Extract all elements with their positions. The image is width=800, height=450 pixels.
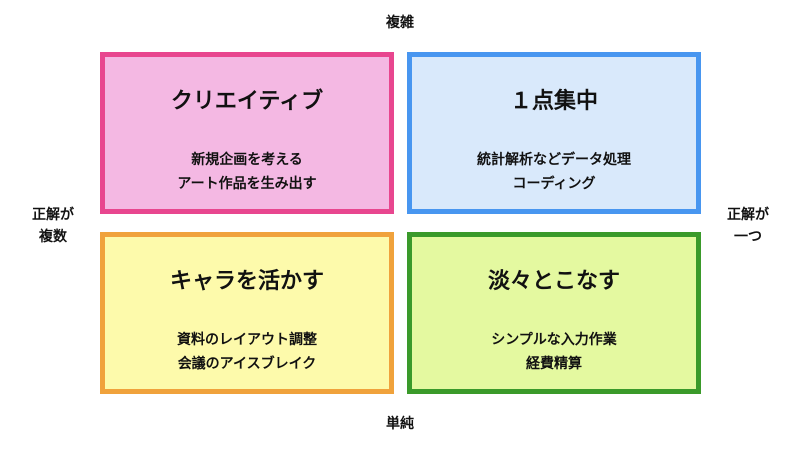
quadrant-title: キャラを活かす — [169, 269, 324, 294]
quadrant-title: クリエイティブ — [170, 89, 324, 114]
quadrant-top-right: １点集中 統計解析などデータ処理 コーディング — [407, 52, 701, 214]
quadrant-title: １点集中 — [509, 89, 598, 114]
quadrant-title: 淡々とこなす — [487, 269, 620, 294]
quadrant-description-line: シンプルな入力作業 — [491, 332, 617, 348]
quadrant-description: シンプルな入力作業 経費精算 — [412, 328, 696, 376]
axis-label-left: 正解が 複数 — [18, 204, 88, 248]
quadrant-description: 統計解析などデータ処理 コーディング — [412, 148, 696, 196]
quadrant-top-left: クリエイティブ 新規企画を考える アート作品を生み出す — [100, 52, 394, 214]
axis-label-top: 複雑 — [386, 15, 414, 31]
quadrant-description-line: 会議のアイスブレイク — [177, 356, 317, 372]
axis-label-left-line: 正解が — [32, 207, 74, 223]
axis-label-right: 正解が 一つ — [713, 204, 783, 248]
quadrant-bottom-right: 淡々とこなす シンプルな入力作業 経費精算 — [407, 232, 701, 394]
quadrant-description-line: アート作品を生み出す — [177, 176, 317, 192]
axis-label-right-line: 正解が — [727, 207, 769, 223]
quadrant-description-line: 経費精算 — [526, 356, 582, 372]
quadrant-description-line: コーディング — [512, 176, 596, 192]
quadrant-description: 新規企画を考える アート作品を生み出す — [105, 148, 389, 196]
axis-label-bottom: 単純 — [386, 416, 414, 432]
quadrant-description: 資料のレイアウト調整 会議のアイスブレイク — [105, 328, 389, 376]
quadrant-description-line: 資料のレイアウト調整 — [177, 332, 317, 348]
quadrant-bottom-left: キャラを活かす 資料のレイアウト調整 会議のアイスブレイク — [100, 232, 394, 394]
axis-label-right-line: 一つ — [734, 229, 762, 245]
quadrant-description-line: 統計解析などデータ処理 — [477, 152, 631, 168]
quadrant-description-line: 新規企画を考える — [191, 152, 303, 168]
axis-label-left-line: 複数 — [39, 229, 67, 245]
